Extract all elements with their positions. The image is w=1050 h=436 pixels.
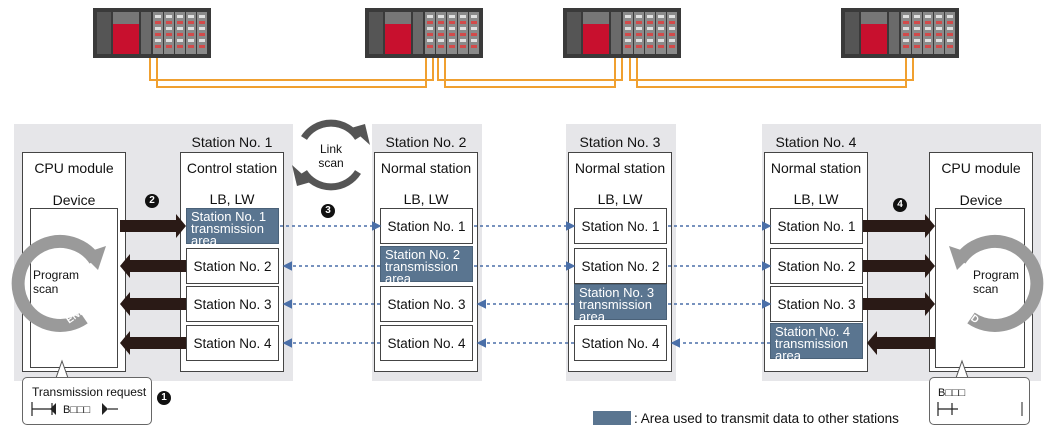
- transmission-request-label: Transmission request: [32, 385, 147, 399]
- station-title: Station No. 1: [191, 134, 273, 150]
- transmission-request-callout: [22, 377, 152, 425]
- memory-cell: Station No. 3: [380, 286, 473, 322]
- memory-label: LB, LW: [597, 191, 643, 207]
- device-label: Device: [52, 192, 96, 208]
- cpu-title: CPU module: [941, 160, 1021, 176]
- transmission-area: Station No. 2 transmission area: [380, 246, 473, 285]
- memory-cell: Station No. 3: [186, 286, 279, 322]
- step-3-marker: 3: [325, 205, 331, 216]
- memory-cell: Station No. 1: [770, 208, 863, 244]
- device-label: Device: [959, 192, 1003, 208]
- memory-label: LB, LW: [403, 191, 449, 207]
- memory-cell: Station No. 2: [574, 248, 667, 284]
- device-area: [935, 208, 1025, 368]
- transmission-area: Station No. 4 transmission area: [770, 323, 863, 362]
- station-title: Station No. 4: [775, 134, 857, 150]
- memory-cell: Station No. 2: [770, 248, 863, 284]
- transmission-area: Station No. 3 transmission area: [574, 284, 667, 323]
- device-area: [30, 208, 118, 368]
- plc-rack: [93, 8, 211, 58]
- refresh-arrows: [120, 214, 935, 355]
- transmission-area: Station No. 1 transmission area: [186, 208, 279, 247]
- legend-swatch: [593, 411, 631, 425]
- network-cable: [149, 44, 914, 88]
- station-type: Normal station: [770, 160, 862, 176]
- cpu-title: CPU module: [34, 160, 114, 176]
- memory-cell: Station No. 4: [380, 325, 473, 361]
- memory-cell: Station No. 2: [186, 248, 279, 284]
- step-markers: [145, 194, 907, 405]
- memory-label: LB, LW: [793, 191, 839, 207]
- station-title: Station No. 3: [579, 134, 661, 150]
- station-type: Control station: [186, 160, 278, 176]
- step-1-marker: 1: [161, 392, 167, 403]
- link-data-flow: [280, 221, 772, 348]
- program-scan-left: [11, 234, 106, 332]
- memory-cell: Station No. 4: [186, 325, 279, 361]
- program-scan-right: [949, 234, 1044, 332]
- memory-cell: Station No. 1: [380, 208, 473, 244]
- link-scan-cycle: [292, 119, 370, 191]
- plc-rack: [365, 8, 483, 58]
- link-scan-label: Link scan: [318, 142, 344, 170]
- network-topology: [93, 8, 959, 88]
- step-2-marker: 2: [149, 195, 155, 206]
- ladder-contact-right: [937, 402, 1023, 416]
- plc-rack: [841, 8, 959, 58]
- device-b-callout: [929, 377, 1030, 425]
- plc-rack: [563, 8, 681, 58]
- device-b-label: B□□□: [938, 387, 966, 399]
- memory-label: LB, LW: [209, 191, 255, 207]
- ladder-contact-left: [31, 402, 118, 416]
- station-title: Station No. 2: [385, 134, 467, 150]
- station-type: Normal station: [380, 160, 472, 176]
- legend-text: : Area used to transmit data to other st…: [634, 411, 899, 426]
- request-contact-label: B□□□: [63, 404, 91, 416]
- program-scan-label: Program scan: [33, 268, 80, 296]
- station-type: Normal station: [574, 160, 666, 176]
- step-4-marker: 4: [897, 199, 903, 210]
- memory-cell: Station No. 3: [770, 286, 863, 322]
- program-scan-label: Program scan: [973, 268, 1020, 296]
- memory-cell: Station No. 4: [574, 325, 667, 361]
